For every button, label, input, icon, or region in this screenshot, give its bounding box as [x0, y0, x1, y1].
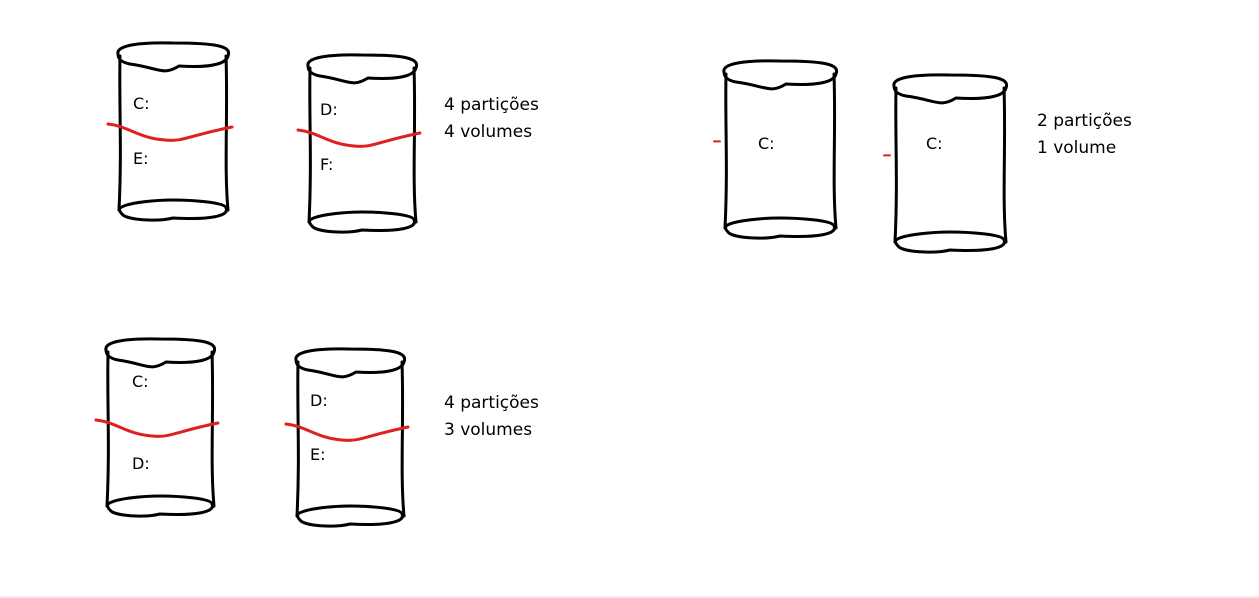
- disk-bottom-g3-d2: [296, 504, 404, 528]
- drive-label-g3-d2-top: D:: [310, 391, 328, 410]
- caption-volumes: 1 volume: [1037, 138, 1117, 158]
- disk-right-g1-d1: [224, 54, 230, 212]
- drive-label-g1-d1-bottom: E:: [133, 149, 149, 168]
- bottom-divider: [0, 596, 1259, 598]
- disk-top-g3-d1: [104, 337, 217, 369]
- caption-partitions: 2 partições: [1037, 111, 1132, 131]
- disk-top-g2-d2: [892, 73, 1009, 105]
- disk-bottom-g3-d1: [106, 494, 214, 518]
- disk-top-g1-d1: [116, 41, 231, 73]
- disk-right-g3-d2: [400, 360, 406, 518]
- disk-left-g2-d2: [893, 86, 898, 244]
- disk-bottom-g1-d1: [118, 198, 228, 222]
- disk-left-g3-d1: [105, 350, 110, 508]
- disk-right-g2-d2: [1002, 86, 1008, 244]
- drive-label-g2-d1: C:: [758, 134, 775, 153]
- drive-label-g3-d2-bottom: E:: [310, 445, 326, 464]
- disk-top-g3-d2: [294, 347, 407, 379]
- disk-right-g1-d2: [412, 66, 418, 224]
- disk-left-g1-d1: [117, 54, 122, 212]
- partition-line-g3-d2: [284, 422, 410, 442]
- drive-label-g3-d1-top: C:: [132, 372, 149, 391]
- partition-line-g1-d1: [106, 122, 234, 142]
- caption-volumes: 3 volumes: [444, 420, 533, 440]
- disk-bottom-g2-d1: [724, 216, 836, 240]
- disk-left-g2-d1: [723, 72, 728, 230]
- disk-left-g3-d2: [295, 360, 300, 518]
- disk-top-g2-d1: [722, 59, 839, 91]
- disk-top-g1-d2: [306, 53, 419, 85]
- drive-label-g1-d2-top: D:: [320, 100, 338, 119]
- disk-right-g2-d1: [832, 72, 838, 230]
- drive-label-g1-d2-bottom: F:: [320, 155, 334, 174]
- partition-line-g3-d1: [94, 418, 220, 438]
- disk-bottom-g1-d2: [308, 210, 416, 234]
- drive-label-g1-d1-top: C:: [133, 94, 150, 113]
- caption-volumes: 4 volumes: [444, 122, 533, 142]
- drive-label-g3-d1-bottom: D:: [132, 454, 150, 473]
- disk-bottom-g2-d2: [894, 230, 1006, 254]
- partition-line-g1-d2: [296, 128, 422, 148]
- caption-group-1: 4 partições 4 volumes: [444, 92, 539, 146]
- disk-right-g3-d1: [210, 350, 216, 508]
- drive-label-g2-d2: C:: [926, 134, 943, 153]
- caption-partitions: 4 partições: [444, 393, 539, 413]
- caption-group-3: 4 partições 3 volumes: [444, 390, 539, 444]
- disk-left-g1-d2: [307, 66, 312, 224]
- caption-group-2: 2 partições 1 volume: [1037, 108, 1132, 162]
- caption-partitions: 4 partições: [444, 95, 539, 115]
